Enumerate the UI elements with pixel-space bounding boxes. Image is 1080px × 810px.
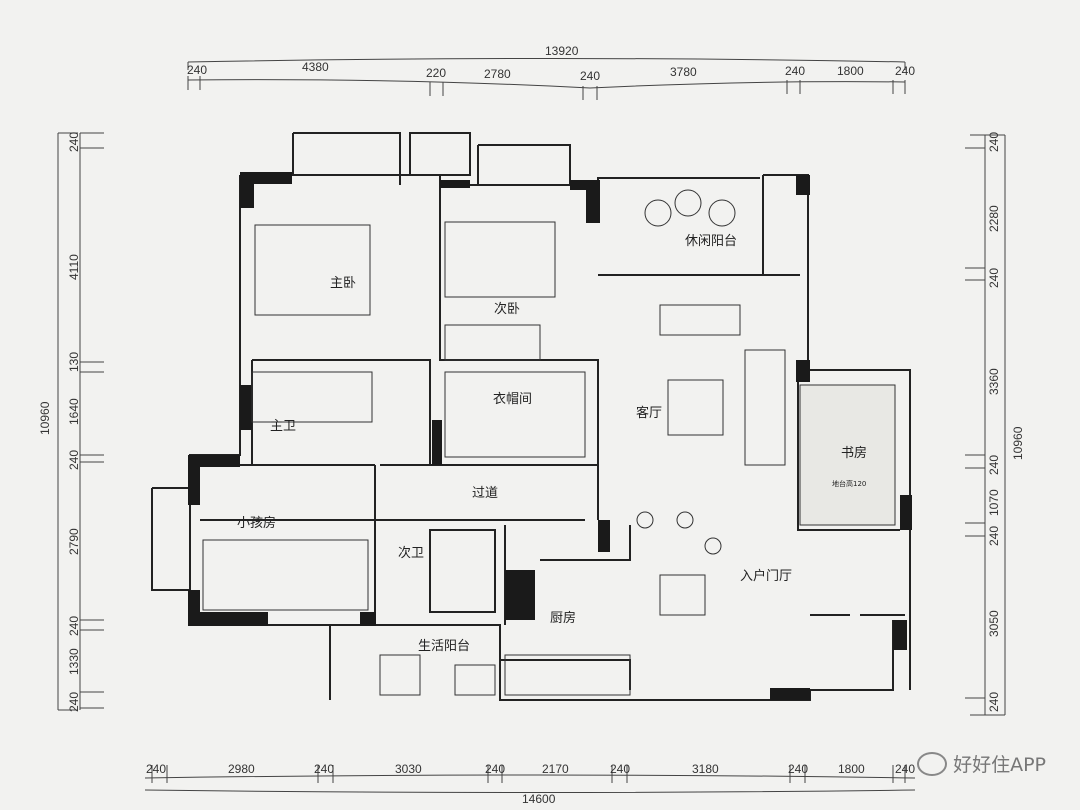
master-bed xyxy=(254,224,371,316)
coffee-table xyxy=(667,379,724,436)
room-label-entry-hall: 入户门厅 xyxy=(740,568,792,584)
bottom-dim: 240 xyxy=(610,762,630,776)
left-dim: 240 xyxy=(67,132,81,152)
room-label-corridor: 过道 xyxy=(472,486,498,501)
bottom-dim: 240 xyxy=(146,762,166,776)
closet xyxy=(444,371,586,458)
second-bed xyxy=(444,221,556,298)
bottom-dim: 240 xyxy=(895,762,915,776)
room-label-kids-room: 小孩房 xyxy=(237,515,276,531)
bottom-dim: 3030 xyxy=(395,762,422,776)
right-dim: 1070 xyxy=(987,489,1001,516)
kids-bed xyxy=(202,539,369,611)
left-dim: 130 xyxy=(67,352,81,372)
top-dim: 4380 xyxy=(302,60,329,74)
top-dim: 1800 xyxy=(837,64,864,78)
room-label-master-bedroom: 主卧 xyxy=(330,276,356,291)
bottom-dim: 1800 xyxy=(838,762,865,776)
top-dim: 240 xyxy=(187,63,207,77)
wechat-icon xyxy=(917,751,948,776)
study-platform-note: 地台高120 xyxy=(832,479,866,488)
left-dimensions xyxy=(57,132,104,711)
right-dim: 3050 xyxy=(987,610,1001,637)
right-total: 10960 xyxy=(1011,426,1025,460)
top-dim: 240 xyxy=(785,64,805,78)
left-dim: 240 xyxy=(67,692,81,712)
left-dim: 240 xyxy=(67,450,81,470)
room-label-study: 书房 xyxy=(841,445,867,461)
bottom-dimensions xyxy=(144,765,916,793)
right-dim: 240 xyxy=(987,526,1001,546)
bottom-total: 14600 xyxy=(522,792,556,806)
watermark: 好好住APP xyxy=(917,750,1046,777)
top-dim: 220 xyxy=(426,66,446,80)
left-dim: 4110 xyxy=(67,254,81,280)
top-dim: 240 xyxy=(895,64,915,78)
right-dim: 240 xyxy=(987,132,1001,152)
bottom-dim: 240 xyxy=(485,762,505,776)
bottom-dim: 240 xyxy=(314,762,334,776)
room-label-leisure-balcony: 休闲阳台 xyxy=(685,234,737,249)
bottom-dim: 3180 xyxy=(692,762,719,776)
room-label-second-bedroom: 次卧 xyxy=(494,301,520,317)
top-dimensions xyxy=(187,58,906,100)
armchairs xyxy=(659,304,741,336)
room-label-living-room: 客厅 xyxy=(636,405,662,421)
right-dim: 240 xyxy=(987,692,1001,712)
right-dim: 240 xyxy=(987,455,1001,475)
top-dim: 2780 xyxy=(484,67,511,81)
right-dim: 240 xyxy=(987,268,1001,288)
left-dim: 240 xyxy=(67,616,81,636)
left-dim: 1330 xyxy=(67,648,81,675)
left-total: 10960 xyxy=(38,401,52,435)
top-dim: 240 xyxy=(580,69,600,83)
kitchen-counter xyxy=(504,654,631,696)
wardrobe xyxy=(444,324,541,361)
top-dim: 3780 xyxy=(670,65,697,79)
left-dim: 2790 xyxy=(67,528,81,555)
master-vanity xyxy=(251,371,373,423)
bottom-dim: 2980 xyxy=(228,762,255,776)
bottom-dim: 240 xyxy=(788,762,808,776)
room-label-master-bath: 主卫 xyxy=(270,419,296,434)
room-label-service-balcony: 生活阳台 xyxy=(418,639,470,654)
dining-table xyxy=(659,574,706,616)
washer xyxy=(379,654,421,696)
left-dim: 1640 xyxy=(67,398,81,425)
study-platform xyxy=(799,384,896,526)
sofa xyxy=(744,349,786,466)
room-label-kitchen: 厨房 xyxy=(550,610,576,626)
right-dim: 3360 xyxy=(987,368,1001,395)
right-dim: 2280 xyxy=(987,205,1001,232)
room-label-second-bath: 次卫 xyxy=(398,545,424,561)
right-dimensions xyxy=(965,134,1006,716)
watermark-text: 好好住APP xyxy=(953,754,1046,776)
room-label-walk-in-closet: 衣帽间 xyxy=(493,391,532,407)
furniture xyxy=(202,189,896,696)
bottom-dim: 2170 xyxy=(542,762,569,776)
top-total: 13920 xyxy=(545,44,579,58)
sink xyxy=(454,664,496,696)
structural-columns xyxy=(188,172,912,700)
